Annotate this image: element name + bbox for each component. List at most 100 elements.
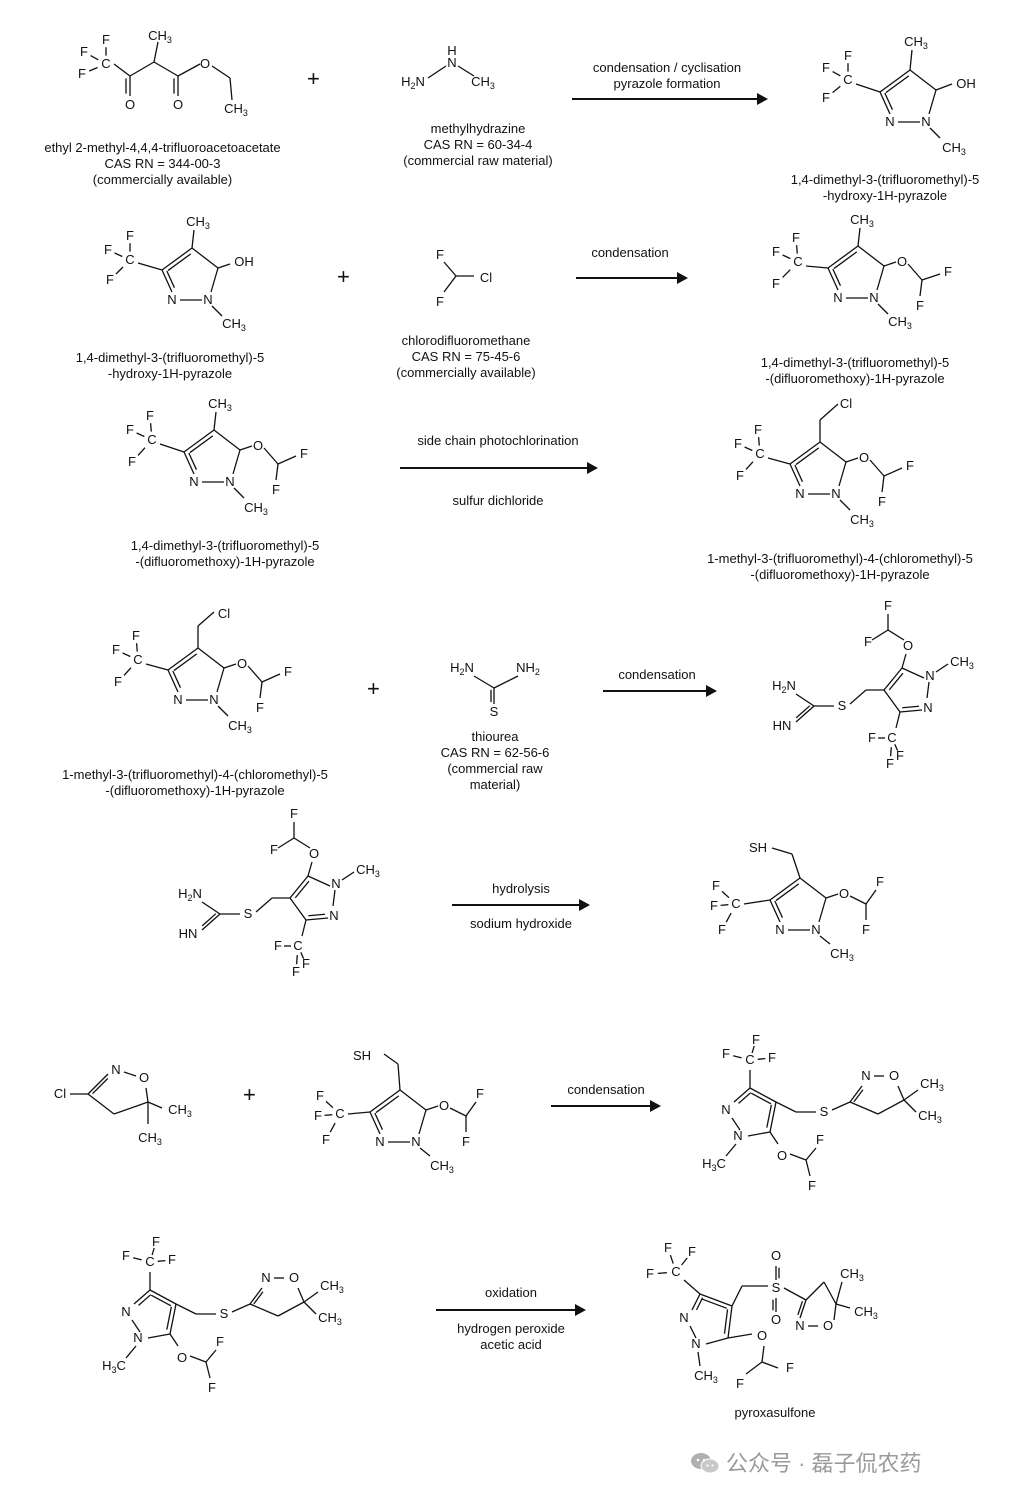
bond — [903, 1089, 919, 1101]
atom-label: CH3 — [138, 1130, 162, 1147]
bond — [418, 1109, 427, 1135]
atom-label: CH3 — [918, 1108, 942, 1125]
atom-label: F — [126, 228, 134, 243]
atom-label: CH3 — [222, 316, 246, 333]
atom-label: F — [476, 1086, 484, 1101]
atom-label: OH — [956, 76, 976, 91]
atom-label: F — [754, 422, 762, 437]
bond — [720, 904, 729, 907]
bond — [169, 1333, 179, 1347]
atom-label: F — [106, 272, 114, 287]
atom-label: N — [721, 1102, 730, 1117]
conditions-above-r1: condensation / cyclisation pyrazole form… — [592, 60, 742, 91]
atom-label: CH3 — [228, 718, 252, 735]
atom-label: Cl — [840, 396, 852, 411]
atom-label: F — [862, 922, 870, 937]
bond — [751, 1045, 755, 1054]
bond — [909, 69, 937, 91]
bond — [90, 55, 99, 61]
reaction-arrow — [400, 462, 598, 474]
atom-label: N — [831, 486, 840, 501]
bond — [177, 63, 201, 77]
bond — [149, 423, 152, 432]
bond — [88, 66, 98, 72]
atom-label: H2N — [772, 678, 796, 695]
bond — [733, 1087, 751, 1103]
bond — [783, 1287, 807, 1301]
atom-label: F — [290, 806, 298, 821]
reactant-caption-r2b: chlorodifluoromethane CAS RN = 75-45-6 (… — [396, 333, 536, 380]
atom-label: CH3 — [168, 1102, 192, 1119]
atom-label: N — [795, 1318, 804, 1333]
reaction-arrow — [436, 1304, 586, 1316]
bond — [831, 1101, 851, 1111]
bond — [799, 877, 827, 899]
atom-label: O — [173, 97, 183, 112]
bond — [325, 1100, 334, 1109]
atom-label: O — [253, 438, 263, 453]
bond — [457, 65, 475, 77]
reactant-caption-r1b: methylhydrazine CAS RN = 60-34-4 (commer… — [403, 121, 553, 168]
bond — [799, 1299, 807, 1319]
bond — [153, 61, 179, 77]
bond — [92, 1078, 109, 1095]
bond — [771, 847, 793, 855]
atom-label: F — [772, 244, 780, 259]
bond — [161, 269, 173, 293]
atom-label: F — [710, 898, 718, 913]
bond — [797, 1301, 804, 1316]
conditions-above-r4: condensation — [618, 667, 696, 682]
atom-label: CH3 — [318, 1310, 342, 1327]
bond — [919, 279, 923, 297]
atom-label: N — [331, 876, 340, 891]
atom-label: OH — [234, 254, 254, 269]
bond — [211, 305, 223, 317]
bond — [113, 63, 131, 77]
bond — [123, 1071, 137, 1077]
atom-label: F — [876, 874, 884, 889]
bond — [897, 1085, 905, 1101]
atom-label: N — [923, 700, 932, 715]
bond — [795, 705, 811, 719]
atom-label: N — [795, 486, 804, 501]
bond — [757, 1057, 766, 1060]
bond — [895, 711, 901, 729]
bond — [782, 254, 791, 260]
reaction-arrow — [603, 685, 717, 697]
atom-label: H — [447, 43, 456, 58]
bond — [465, 1101, 477, 1117]
bond — [727, 1333, 753, 1339]
atom-label: S — [490, 704, 499, 719]
bond — [247, 665, 263, 683]
reactant-caption-r4b: thiourea CAS RN = 62-56-6 (commercial ra… — [440, 729, 550, 792]
bond — [213, 429, 241, 451]
bond — [695, 1297, 704, 1311]
atom-label: C — [133, 652, 142, 667]
atom-label: C — [745, 1052, 754, 1067]
atom-label: F — [80, 44, 88, 59]
bond — [157, 1259, 166, 1262]
atom-label: F — [646, 1266, 654, 1281]
bond — [857, 227, 861, 247]
bond — [167, 647, 199, 671]
bond — [427, 65, 447, 79]
atom-label: C — [293, 938, 302, 953]
atom-label: O — [125, 97, 135, 112]
bond — [761, 1361, 779, 1369]
reactant-caption-r4a: 1-methyl-3-(trifluoromethyl)-4-(chlorome… — [62, 767, 328, 798]
bond — [172, 670, 182, 688]
bond — [879, 69, 911, 93]
bond — [115, 266, 124, 275]
atom-label: C — [125, 252, 134, 267]
atom-label: H3C — [102, 1358, 126, 1375]
bond — [166, 1306, 172, 1330]
atom-label: F — [436, 247, 444, 262]
atom-label: O — [177, 1350, 187, 1365]
bond — [795, 705, 815, 723]
atom-label: F — [886, 756, 894, 771]
bond — [889, 747, 892, 757]
bond — [849, 689, 867, 705]
atom-label: O — [839, 886, 849, 901]
bond — [87, 1073, 109, 1095]
watermark-text: 公众号 · 磊子侃农药 — [726, 1451, 922, 1476]
